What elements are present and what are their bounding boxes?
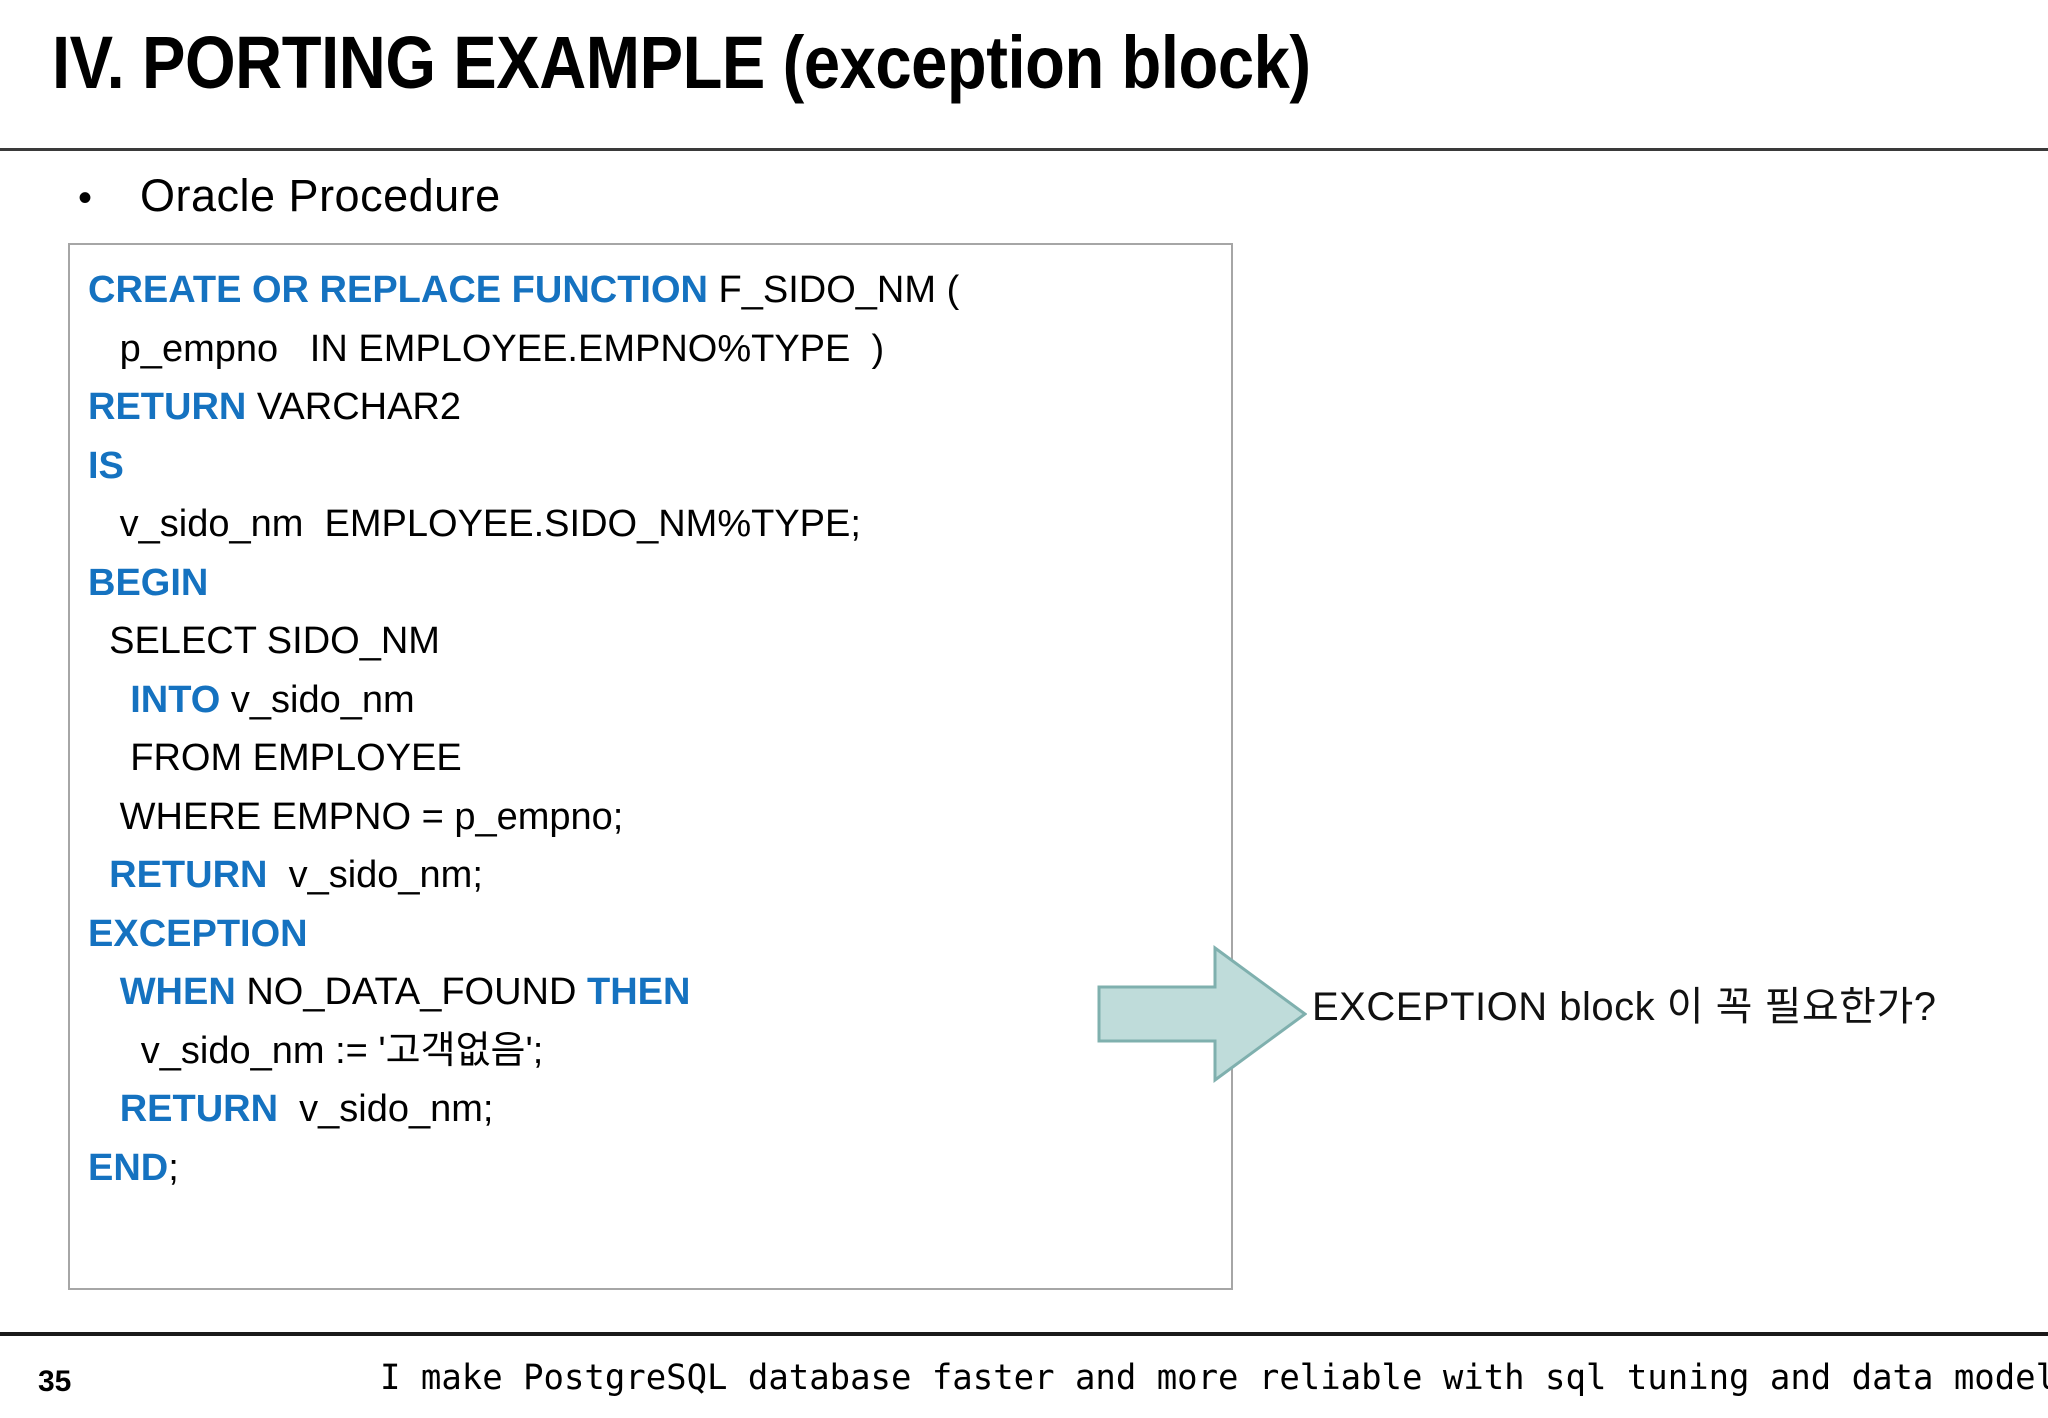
code-line: FROM EMPLOYEE [88,729,1227,788]
code-line: CREATE OR REPLACE FUNCTION F_SIDO_NM ( [88,261,1227,320]
code-text: NO_DATA_FOUND [235,971,587,1013]
code-keyword: EXCEPTION [88,912,308,955]
code-keyword: RETURN [109,854,268,896]
code-line: WHERE EMPNO = p_empno; [88,788,1227,847]
code-text: v_sido_nm; [267,854,483,896]
code-keyword: END [88,1146,169,1189]
footer-divider [0,1332,2048,1336]
code-text: p_empno IN EMPLOYEE.EMPNO%TYPE ) [88,327,885,370]
code-text [88,971,120,1013]
footer-tagline: I make PostgreSQL database faster and mo… [380,1358,2048,1398]
code-line: SELECT SIDO_NM [88,612,1227,671]
code-block-oracle-procedure: CREATE OR REPLACE FUNCTION F_SIDO_NM ( p… [68,243,1233,1290]
callout-arrow-right [1097,944,1308,1084]
right-arrow-icon [1097,945,1308,1083]
code-text: F_SIDO_NM ( [707,269,960,311]
bullet-item-label: Oracle Procedure [140,170,501,221]
code-text [88,1088,120,1130]
code-text: ; [168,1146,179,1189]
code-text: v_sido_nm; [278,1088,494,1130]
code-line: INTO v_sido_nm [88,671,1227,730]
code-text: v_sido_nm [220,678,415,721]
page-title: IV. PORTING EXAMPLE (exception block) [52,21,1311,104]
code-line: BEGIN [88,554,1227,613]
code-line: v_sido_nm := '고객없음'; [88,1022,1227,1081]
code-keyword: RETURN [88,386,247,428]
page-number: 35 [38,1365,72,1398]
code-text [88,679,130,721]
arrow-polygon [1097,945,1308,1083]
code-text: v_sido_nm EMPLOYEE.SIDO_NM%TYPE; [88,503,861,545]
code-line: RETURN v_sido_nm; [88,846,1227,905]
code-keyword: BEGIN [88,561,209,604]
code-lines-container: CREATE OR REPLACE FUNCTION F_SIDO_NM ( p… [88,261,1227,1197]
code-text: FROM EMPLOYEE [88,737,462,779]
code-line: v_sido_nm EMPLOYEE.SIDO_NM%TYPE; [88,495,1227,554]
callout-text: EXCEPTION block 이 꼭 필요한가? [1312,985,1937,1029]
code-keyword: THEN [586,971,691,1013]
code-line: WHEN NO_DATA_FOUND THEN [88,963,1227,1022]
code-keyword: IS [88,444,124,487]
code-keyword: CREATE OR REPLACE FUNCTION [88,269,708,311]
bullet-dot-icon: • [78,176,93,220]
title-divider [0,148,2048,151]
code-line: RETURN VARCHAR2 [88,378,1227,437]
bullet-item-oracle-procedure: • Oracle Procedure [78,173,501,218]
code-line: RETURN v_sido_nm; [88,1080,1227,1139]
code-line: IS [88,437,1227,496]
code-text [88,854,109,896]
code-keyword: RETURN [119,1088,279,1130]
code-text: SELECT SIDO_NM [88,620,440,662]
code-text: VARCHAR2 [246,386,462,428]
code-line: END; [88,1139,1227,1198]
code-line: EXCEPTION [88,905,1227,964]
code-line: p_empno IN EMPLOYEE.EMPNO%TYPE ) [88,320,1227,379]
code-text: WHERE EMPNO = p_empno; [88,795,624,838]
code-keyword: WHEN [119,971,236,1013]
code-text: v_sido_nm := '고객없음'; [88,1029,544,1072]
code-keyword: INTO [130,678,221,721]
